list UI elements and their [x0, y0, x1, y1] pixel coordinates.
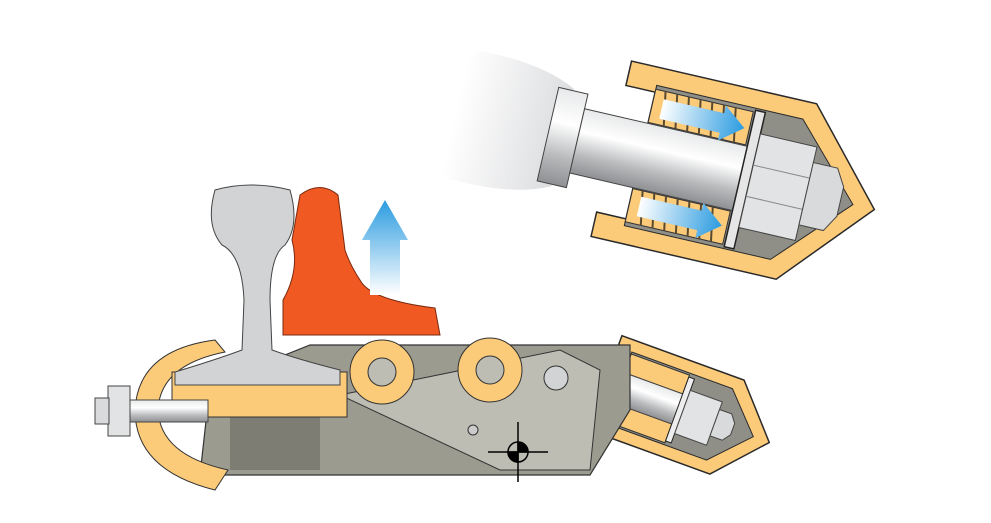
clamp-bolt-shaft	[127, 399, 209, 423]
clamp-bracket	[134, 339, 229, 491]
small-screw	[467, 424, 479, 436]
center-of-rotation-icon	[488, 422, 548, 482]
roller-left-hub	[367, 357, 397, 387]
lift-arrow-icon	[362, 200, 408, 295]
clamp-bolt-end	[94, 397, 110, 425]
spring-bolt-tip	[709, 408, 736, 441]
detail-shaft-fade	[440, 49, 574, 190]
roller-right-hub	[475, 355, 505, 385]
main-assembly	[94, 184, 771, 491]
detail-nut-edge	[753, 164, 810, 179]
rail	[174, 184, 341, 386]
rail-clip	[282, 187, 441, 336]
detail-arrow-top-icon	[659, 99, 745, 141]
base-body-shadow	[230, 415, 320, 470]
roller-arm	[338, 349, 601, 471]
detail-nut-edge	[745, 195, 803, 210]
detail-spring-assembly	[440, 49, 876, 280]
detail-bolt-tip	[798, 161, 845, 232]
roller-right	[457, 337, 523, 403]
clamp-bolt-nut	[107, 385, 131, 437]
roller-left	[349, 339, 415, 405]
detail-arrow-bottom-icon	[636, 196, 722, 238]
pivot-pin	[543, 365, 569, 391]
